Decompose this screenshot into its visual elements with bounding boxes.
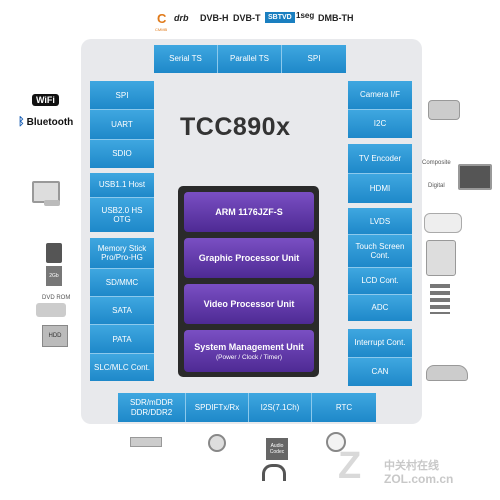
hdmi-block: HDMI	[348, 174, 412, 203]
dvd-rom-label: DVD ROM	[42, 295, 71, 301]
right-group-display: LVDS Touch Screen Cont. LCD Cont. ADC	[348, 208, 412, 321]
cmmb-logo: C	[157, 11, 167, 26]
sdram-block: SDR/mDDR DDR/DDR2	[118, 393, 186, 422]
left-group-storage: Memory Stick Pro/Pro-HG SD/MMC SATA PATA…	[90, 238, 154, 381]
smu-sublabel: (Power / Clock / Timer)	[215, 353, 283, 361]
serial-ts-block: Serial TS	[154, 45, 218, 73]
camera-if-block: Camera I/F	[348, 81, 412, 110]
dvb-h-logo: DVB-H	[200, 13, 229, 23]
keypad-icon	[430, 284, 450, 314]
sdio-block: SDIO	[90, 139, 154, 168]
i2s-block: I2S(7.1Ch)	[249, 393, 312, 422]
right-group-camera: Camera I/F I2C	[348, 81, 412, 138]
touch-panel-icon	[426, 240, 456, 276]
sata-block: SATA	[90, 297, 154, 326]
touch-screen-block: Touch Screen Cont.	[348, 235, 412, 268]
sd-mmc-block: SD/MMC	[90, 268, 154, 298]
audio-codec-chip: Audio Codec	[266, 438, 288, 460]
composite-label: Composite	[422, 160, 451, 166]
left-group-usb: USB1.1 Host USB2.0 HS OTG	[90, 173, 154, 232]
bottom-interface-row: SDR/mDDR DDR/DDR2 SPDIFTx/Rx I2S(7.1Ch) …	[118, 393, 376, 422]
car-icon	[426, 365, 468, 381]
headphone-icon	[262, 464, 286, 481]
vpu-block: Video Processor Unit	[184, 284, 314, 324]
drb-logo: drb	[174, 13, 189, 23]
usb-drive-icon	[44, 200, 60, 206]
watermark-logo-z: Z	[338, 445, 362, 487]
sd-card-icon: 2Gb	[46, 266, 62, 286]
digital-label: Digital	[428, 183, 445, 189]
smu-block: System Management Unit (Power / Clock / …	[184, 330, 314, 372]
spdif-block: SPDIFTx/Rx	[186, 393, 249, 422]
lcd-cont-block: LCD Cont.	[348, 267, 412, 295]
hdd-icon: HDD	[42, 325, 68, 347]
watermark-cn: 中关村在线	[384, 460, 439, 472]
parallel-ts-block: Parallel TS	[218, 45, 282, 73]
arm-core-block: ARM 1176JZF-S	[184, 192, 314, 232]
spi-top-block: SPI	[282, 45, 346, 73]
pata-block: PATA	[90, 325, 154, 354]
rtc-block: RTC	[312, 393, 376, 422]
clock-icon	[326, 432, 346, 452]
wifi-logo: WiFi	[32, 94, 59, 106]
usb-host-block: USB1.1 Host	[90, 173, 154, 199]
bluetooth-label: Bluetooth	[26, 116, 74, 128]
watermark-url: ZOL.com.cn	[384, 472, 454, 486]
top-interface-row: Serial TS Parallel TS SPI	[154, 45, 346, 73]
speaker-icon	[208, 434, 226, 452]
smu-label: System Management Unit	[194, 341, 304, 352]
chip-title: TCC890x	[180, 113, 291, 141]
gpu-label: Graphic Processor Unit	[198, 253, 300, 263]
handheld-device-icon	[424, 213, 462, 233]
hdd-label: HDD	[48, 333, 62, 339]
usb-otg-block: USB2.0 HS OTG	[90, 198, 154, 232]
interrupt-cont-block: Interrupt Cont.	[348, 329, 412, 358]
lvds-block: LVDS	[348, 208, 412, 236]
uart-block: UART	[90, 110, 154, 140]
spi-block: SPI	[90, 81, 154, 111]
can-block: CAN	[348, 358, 412, 386]
dvb-t-logo: DVB-T	[233, 13, 261, 23]
memory-card-icon	[46, 243, 62, 263]
memory-stick-block: Memory Stick Pro/Pro-HG	[90, 238, 154, 269]
left-group-serial: SPI UART SDIO	[90, 81, 154, 168]
tv-encoder-block: TV Encoder	[348, 144, 412, 174]
arm-core-label: ARM 1176JZF-S	[215, 207, 283, 217]
bluetooth-icon: ᛒ	[18, 116, 25, 128]
adc-block: ADC	[348, 294, 412, 321]
cmmb-logo-text: CMMB	[155, 27, 168, 32]
slc-mlc-block: SLC/MLC Cont.	[90, 353, 154, 381]
sbtvd-logo: SBTVD	[265, 12, 295, 23]
oneseg-logo: 1seg	[296, 11, 315, 20]
gpu-block: Graphic Processor Unit	[184, 238, 314, 278]
tv-icon	[458, 164, 492, 190]
i2c-block: I2C	[348, 110, 412, 138]
camera-icon	[428, 100, 460, 120]
right-group-video-out: TV Encoder HDMI	[348, 144, 412, 203]
vpu-label: Video Processor Unit	[203, 299, 295, 309]
audio-codec-label: Audio Codec	[269, 443, 285, 455]
dmb-th-logo: DMB-TH	[318, 13, 354, 23]
memory-module-icon	[130, 437, 162, 447]
sd-card-label: 2Gb	[49, 273, 59, 279]
dvd-drive-icon	[36, 303, 66, 317]
right-group-control: Interrupt Cont. CAN	[348, 329, 412, 386]
bluetooth-logo: ᛒ Bluetooth	[18, 116, 73, 128]
